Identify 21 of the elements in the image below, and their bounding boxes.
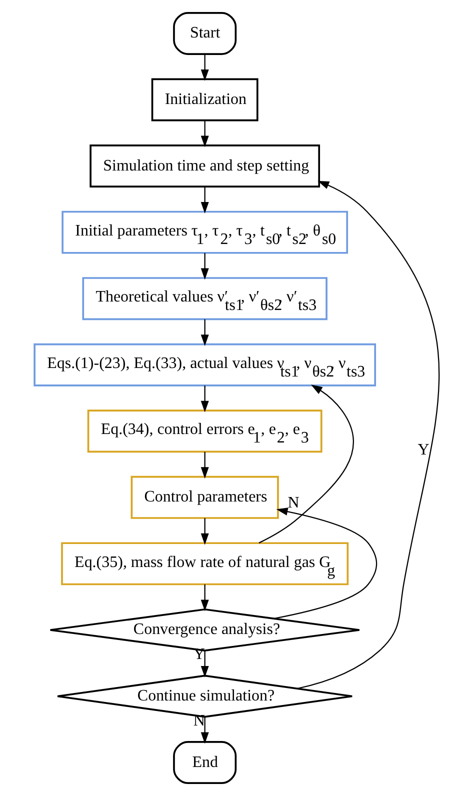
arrow xyxy=(200,54,209,81)
arrow xyxy=(200,452,209,479)
arrow xyxy=(200,584,209,612)
arrow xyxy=(200,386,209,412)
arrow xyxy=(200,650,209,678)
node-box: End xyxy=(173,741,237,784)
arrow xyxy=(297,180,440,690)
arrow xyxy=(200,253,209,280)
arrow xyxy=(200,716,209,744)
edge-label: N xyxy=(288,494,300,512)
node-box: Simulation time and step setting xyxy=(90,144,320,188)
node-box: Start xyxy=(173,12,237,55)
node-box: Control parameters xyxy=(130,476,279,519)
arrow xyxy=(200,120,209,148)
arrow xyxy=(274,508,378,620)
arrow xyxy=(258,384,354,544)
arrow xyxy=(200,186,209,214)
arrow xyxy=(200,518,209,545)
node-box: Initialization xyxy=(151,78,258,122)
edge-label: Y xyxy=(418,441,430,458)
arrow xyxy=(200,319,209,346)
